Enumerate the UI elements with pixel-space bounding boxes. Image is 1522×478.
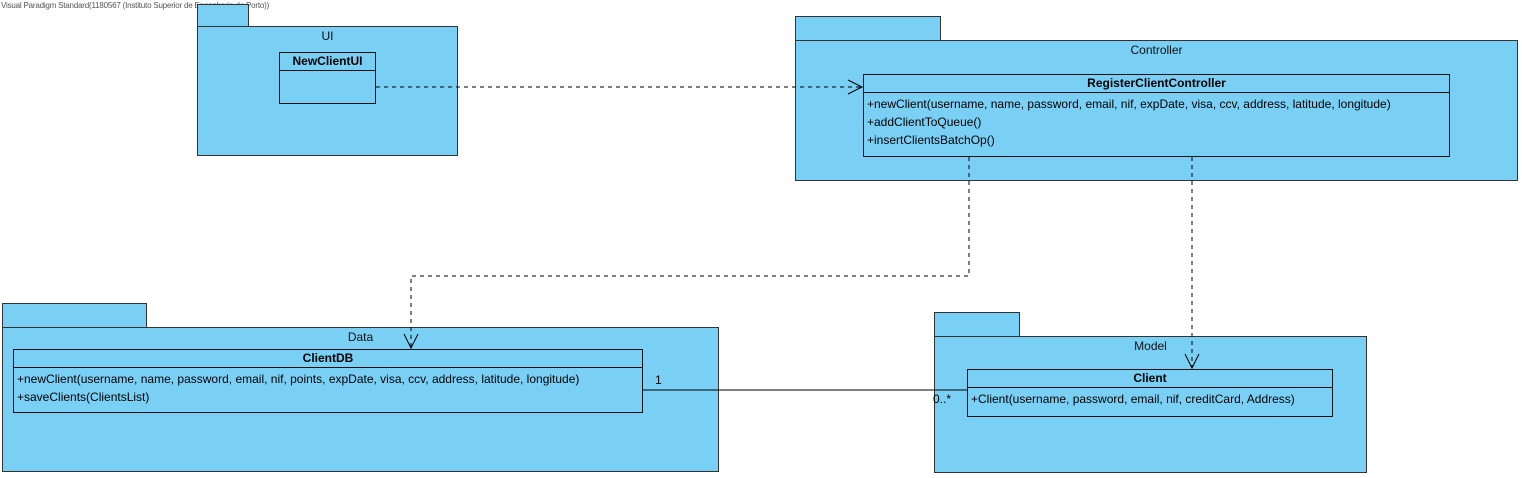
operation-save-clients: +saveClients(ClientsList): [17, 390, 150, 404]
model-package-name: Model: [1134, 339, 1167, 353]
client-db-class[interactable]: ClientDB +newClient(username, name, pass…: [13, 349, 643, 413]
new-client-ui-class[interactable]: NewClientUI: [279, 52, 376, 104]
new-client-ui-class-name: NewClientUI: [280, 53, 375, 71]
client-class[interactable]: Client +Client(username, password, email…: [967, 369, 1333, 417]
multiplicity-client-end: 0..*: [933, 392, 952, 406]
data-package-name: Data: [347, 330, 374, 344]
operation-insert-clients-batch-op: +insertClientsBatchOp(): [867, 133, 995, 147]
dependency-controller-to-client[interactable]: [1184, 157, 1200, 370]
client-db-operations: +newClient(username, name, password, ema…: [14, 368, 642, 408]
dependency-controller-to-clientdb[interactable]: [403, 157, 970, 350]
register-client-controller-operations: +newClient(username, name, password, ema…: [864, 93, 1449, 151]
ui-package-name: UI: [321, 29, 334, 43]
operation-new-client: +newClient(username, name, password, ema…: [867, 97, 1391, 111]
watermark-text: Visual Paradigm Standard(1180567 (Instit…: [1, 1, 270, 10]
client-db-class-name: ClientDB: [14, 350, 642, 368]
operation-new-client: +newClient(username, name, password, ema…: [17, 372, 580, 386]
controller-package-name: Controller: [1130, 43, 1183, 57]
register-client-controller-class-name: RegisterClientController: [864, 75, 1449, 93]
multiplicity-clientdb-end: 1: [655, 373, 662, 387]
client-class-name: Client: [968, 370, 1332, 388]
operation-add-client-to-queue: +addClientToQueue(): [867, 115, 982, 129]
register-client-controller-class[interactable]: RegisterClientController +newClient(user…: [863, 74, 1450, 157]
dependency-newclientui-to-controller[interactable]: [376, 79, 864, 95]
client-operations: +Client(username, password, email, nif, …: [968, 388, 1332, 410]
operation-client-constructor: +Client(username, password, email, nif, …: [971, 392, 1295, 406]
